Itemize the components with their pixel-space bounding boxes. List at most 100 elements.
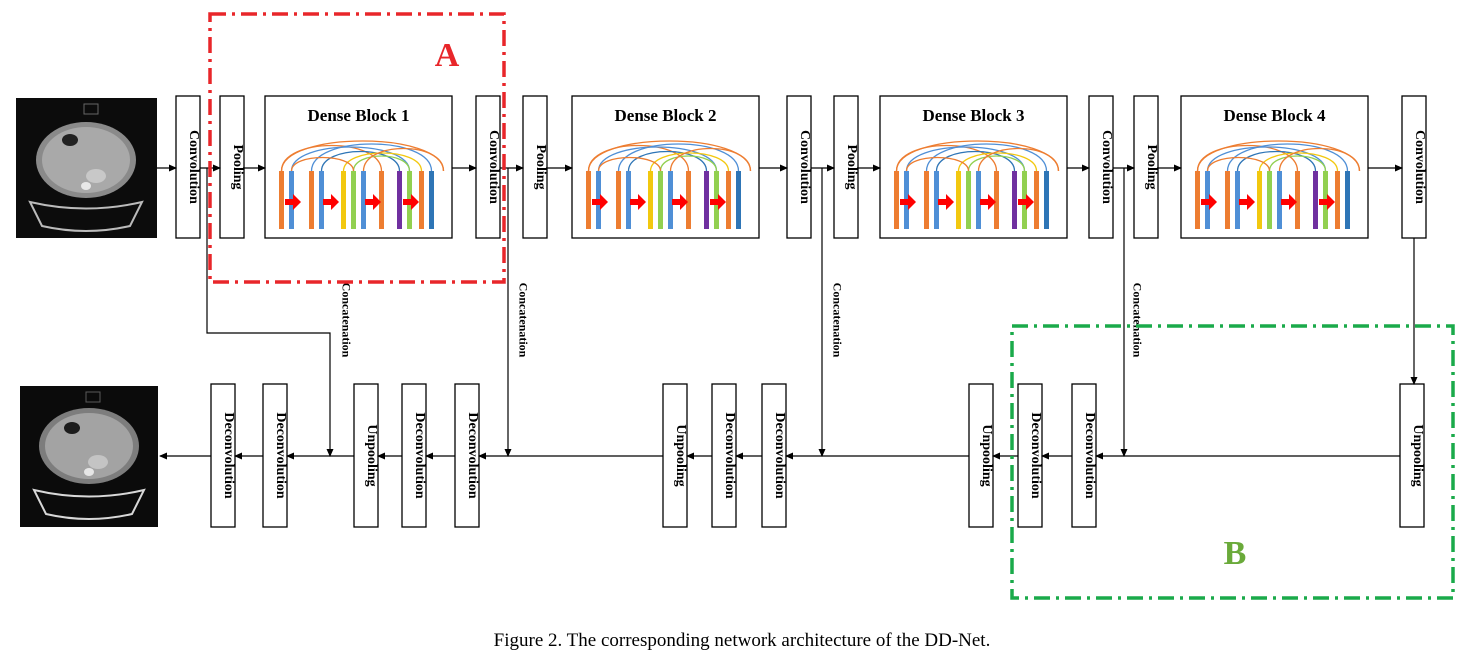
dense-connections bbox=[587, 140, 752, 172]
dense-bar bbox=[924, 171, 929, 229]
dense-bar bbox=[1012, 171, 1017, 229]
dense-bar bbox=[626, 171, 631, 229]
dense-bar bbox=[956, 171, 961, 229]
dense-arc bbox=[905, 156, 970, 172]
transition-arrow bbox=[672, 194, 688, 210]
dense-arc bbox=[597, 156, 662, 172]
layer-label: Convolution bbox=[1099, 130, 1114, 204]
dense-arc bbox=[669, 147, 752, 172]
encoder-pooling-4: Pooling bbox=[522, 95, 548, 239]
dense-arc bbox=[1236, 150, 1317, 172]
dense-arc bbox=[342, 152, 423, 172]
dense-bar bbox=[1267, 171, 1272, 229]
transition-arrow bbox=[1319, 194, 1335, 210]
dense-bar bbox=[668, 171, 673, 229]
dense-bar bbox=[397, 171, 402, 229]
decoder-row: Deconvolution Deconvolution Unpooling Decon… bbox=[210, 383, 1425, 528]
concatenation-label-2: Concatenation bbox=[516, 283, 530, 358]
layer-label: Convolution bbox=[797, 130, 812, 204]
dense-bar bbox=[648, 171, 653, 229]
layer-label: Convolution bbox=[486, 130, 501, 204]
concatenation-label-3: Concatenation bbox=[830, 283, 844, 358]
decoder-unpooling-8: Unpooling bbox=[968, 383, 994, 528]
encoder-pooling-7: Pooling bbox=[833, 95, 859, 239]
decoder-deconvolution-7: Deconvolution bbox=[761, 383, 787, 528]
transition-arrow bbox=[1239, 194, 1255, 210]
transition-arrow bbox=[710, 194, 726, 210]
layer-box bbox=[175, 95, 201, 239]
transition-arrow bbox=[403, 194, 419, 210]
dense-arc bbox=[627, 150, 708, 172]
layer-label: Unpooling bbox=[1410, 424, 1425, 486]
transition-arrow bbox=[980, 194, 996, 210]
dense-block-title: Dense Block 3 bbox=[923, 106, 1025, 125]
layer-label: Convolution bbox=[1412, 130, 1427, 204]
dense-bar bbox=[616, 171, 621, 229]
layer-label: Deconvolution bbox=[1082, 412, 1097, 499]
dense-bar bbox=[994, 171, 999, 229]
layer-label: Pooling bbox=[230, 144, 245, 189]
dense-arc bbox=[320, 150, 401, 172]
dense-arc bbox=[280, 145, 383, 172]
dense-arc bbox=[925, 143, 1048, 172]
dense-arc bbox=[1278, 147, 1361, 172]
dense-bar bbox=[704, 171, 709, 229]
dense-arc bbox=[587, 145, 690, 172]
dense-bar bbox=[419, 171, 424, 229]
region-a: A bbox=[208, 12, 506, 284]
region-a-label: A bbox=[435, 37, 460, 74]
encoder-pooling-10: Pooling bbox=[1133, 95, 1159, 239]
dense-bars bbox=[586, 171, 741, 229]
layer-label: Deconvolution bbox=[412, 412, 427, 499]
dense-block-dense-block-4-11: Dense Block 4 bbox=[1180, 95, 1369, 239]
transition-arrow bbox=[592, 194, 608, 210]
transition-arrow bbox=[323, 194, 339, 210]
layer-label: Unpooling bbox=[364, 424, 379, 486]
layer-box bbox=[1071, 383, 1097, 528]
transition-arrow bbox=[900, 194, 916, 210]
layer-box bbox=[353, 383, 379, 528]
transition-arrow bbox=[1018, 194, 1034, 210]
dense-arc bbox=[310, 143, 433, 172]
dense-arc bbox=[1196, 145, 1299, 172]
layer-label: Unpooling bbox=[673, 424, 688, 486]
layer-label: Deconvolution bbox=[1028, 412, 1043, 499]
dense-bars bbox=[1195, 171, 1350, 229]
transition-arrow bbox=[630, 194, 646, 210]
layer-box bbox=[761, 383, 787, 528]
dense-arc bbox=[659, 155, 718, 172]
layer-box bbox=[262, 383, 288, 528]
decoder-unpooling-2: Unpooling bbox=[353, 383, 379, 528]
dense-block-title: Dense Block 1 bbox=[308, 106, 410, 125]
region-b: B bbox=[1010, 324, 1455, 600]
dense-bar bbox=[1345, 171, 1350, 229]
dense-arc bbox=[967, 155, 1026, 172]
layer-box bbox=[522, 95, 548, 239]
dense-bar bbox=[351, 171, 356, 229]
layer-box bbox=[1399, 383, 1425, 528]
layer-label: Deconvolution bbox=[722, 412, 737, 499]
dense-bar bbox=[1034, 171, 1039, 229]
dense-bar bbox=[1335, 171, 1340, 229]
concatenation-label-4: Concatenation bbox=[1130, 283, 1144, 358]
encoder-convolution-9: Convolution bbox=[1088, 95, 1114, 239]
dense-block-dense-block-1-2: Dense Block 1 bbox=[264, 95, 453, 239]
region-b-box bbox=[1010, 324, 1455, 600]
connection-arrow bbox=[206, 168, 334, 457]
dense-bar bbox=[976, 171, 981, 229]
dense-arc bbox=[362, 147, 445, 172]
dense-block-dense-block-3-8: Dense Block 3 bbox=[879, 95, 1068, 239]
layer-label: Deconvolution bbox=[465, 412, 480, 499]
decoder-unpooling-11: Unpooling bbox=[1399, 383, 1425, 528]
dense-bar bbox=[586, 171, 591, 229]
dense-bar bbox=[279, 171, 284, 229]
layer-label: Pooling bbox=[533, 144, 548, 189]
dense-bar bbox=[429, 171, 434, 229]
dense-arc bbox=[352, 155, 411, 172]
layer-label: Pooling bbox=[1144, 144, 1159, 189]
transition-arrow bbox=[938, 194, 954, 210]
dense-bar bbox=[1225, 171, 1230, 229]
encoder-row: Convolution Pooling Dense Block 1 Convoluti… bbox=[175, 95, 1427, 239]
